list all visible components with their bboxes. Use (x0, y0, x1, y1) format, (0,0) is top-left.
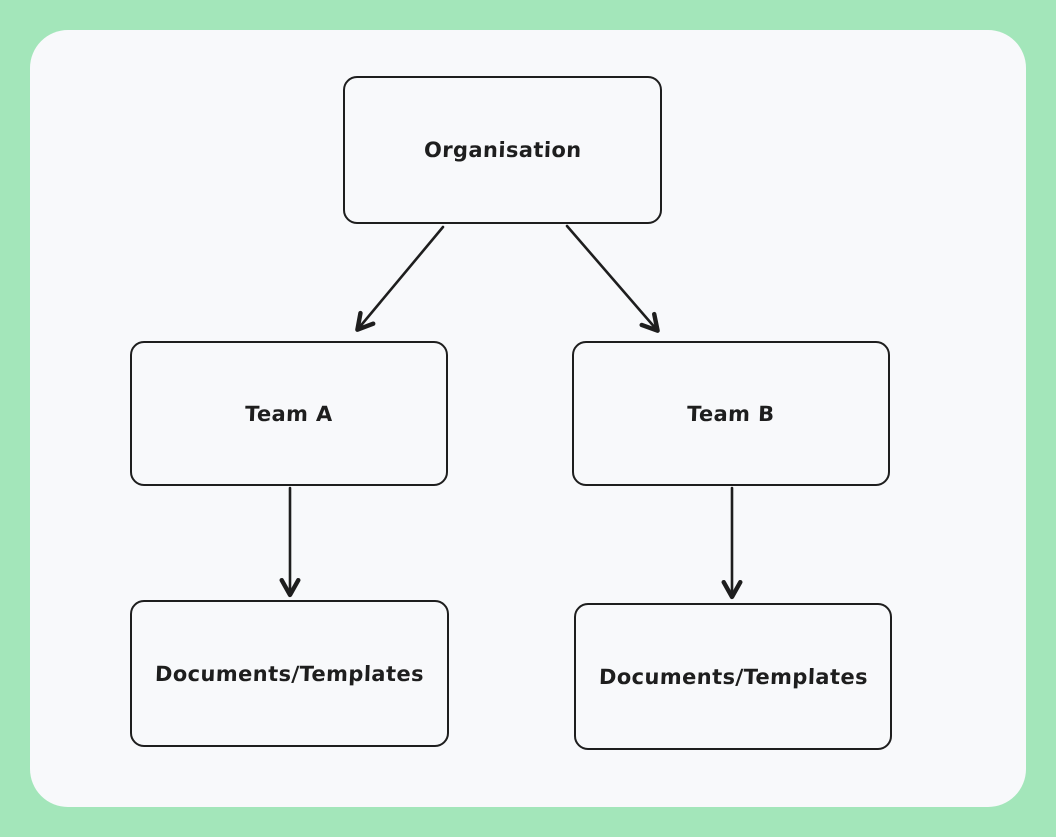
node-team-b[interactable]: Team B (572, 341, 890, 486)
node-team-b-label: Team B (686, 401, 776, 426)
arrow-organisation-to-team-a[interactable] (355, 225, 445, 332)
node-team-a[interactable]: Team A (130, 341, 448, 486)
node-documents-templates-a[interactable]: Documents/Templates (130, 600, 449, 747)
node-documents-templates-a-label: Documents/Templates (154, 661, 425, 686)
node-documents-templates-b-label: Documents/Templates (598, 664, 868, 689)
node-organisation-label: Organisation (423, 138, 582, 162)
node-team-a-label: Team A (244, 401, 334, 426)
node-documents-templates-b[interactable]: Documents/Templates (574, 603, 892, 750)
arrow-organisation-to-team-b[interactable] (565, 224, 660, 333)
node-organisation[interactable]: Organisation (343, 76, 662, 224)
